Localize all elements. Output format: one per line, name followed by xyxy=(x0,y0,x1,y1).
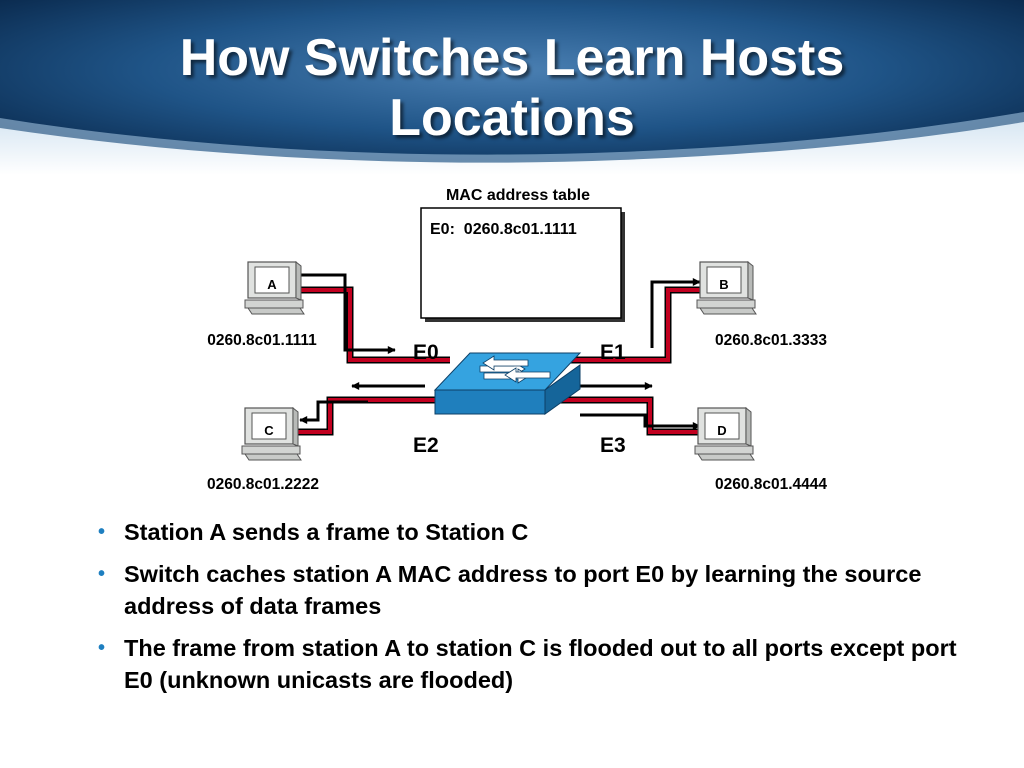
station-a-computer-icon xyxy=(244,260,305,315)
cable-d xyxy=(555,396,700,436)
bullet-item: • The frame from station A to station C i… xyxy=(96,632,966,696)
cables xyxy=(292,286,700,436)
bullet-dot-icon: • xyxy=(98,563,106,585)
station-d-computer-icon xyxy=(694,406,755,461)
network-diagram: MAC address table E0: 0260.8c01.1111 xyxy=(207,187,827,493)
flow-arrows xyxy=(296,273,701,430)
port-label-e3: E3 xyxy=(600,434,626,457)
station-c-mac: 0260.8c01.2222 xyxy=(207,476,319,493)
station-b-computer-icon xyxy=(696,260,757,315)
title-line-1: How Switches Learn Hosts xyxy=(179,29,845,87)
station-c-computer-icon xyxy=(241,406,302,461)
cable-a xyxy=(292,286,450,364)
switch-icon xyxy=(433,352,582,415)
title-banner xyxy=(0,0,1024,175)
bullet-list: • Station A sends a frame to Station C • S… xyxy=(96,516,966,706)
arrow-from-a xyxy=(296,273,396,354)
cable-b xyxy=(565,286,700,364)
station-d-mac: 0260.8c01.4444 xyxy=(715,476,827,493)
station-b-label: B xyxy=(719,277,728,292)
arrow-to-c xyxy=(299,400,368,424)
arrow-to-d xyxy=(580,413,701,430)
mac-table-caption: MAC address table xyxy=(446,187,590,204)
bullet-text: Switch caches station A MAC address to p… xyxy=(124,561,922,619)
page-title: How Switches Learn Hosts Locations xyxy=(0,28,1024,148)
station-d-label: D xyxy=(717,423,726,438)
port-label-e1: E1 xyxy=(600,341,626,364)
port-label-e0: E0 xyxy=(413,341,439,364)
bullet-item: • Station A sends a frame to Station C xyxy=(96,516,966,548)
bullet-dot-icon: • xyxy=(98,637,106,659)
mac-table-box xyxy=(420,207,622,319)
station-c-label: C xyxy=(264,423,274,438)
station-a-label: A xyxy=(267,277,277,292)
bullet-text: Station A sends a frame to Station C xyxy=(124,519,529,545)
bullet-text: The frame from station A to station C is… xyxy=(124,635,957,693)
mac-table-entry: E0: 0260.8c01.1111 xyxy=(430,221,577,238)
title-line-2: Locations xyxy=(389,89,635,147)
arrow-to-b xyxy=(650,278,701,348)
station-b-mac: 0260.8c01.3333 xyxy=(715,332,827,349)
station-a-mac: 0260.8c01.1111 xyxy=(207,332,317,349)
bullet-dot-icon: • xyxy=(98,521,106,543)
bullet-item: • Switch caches station A MAC address to … xyxy=(96,558,966,622)
cable-c xyxy=(292,396,440,436)
port-label-e2: E2 xyxy=(413,434,439,457)
